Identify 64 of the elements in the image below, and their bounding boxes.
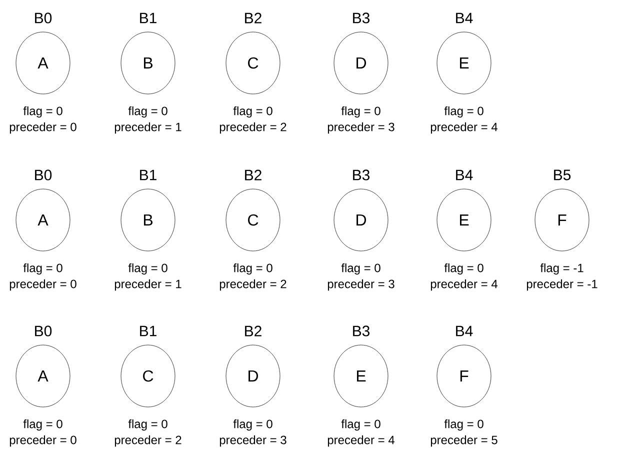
node-annotation: preceder = 3 <box>220 435 286 447</box>
node-heading: B1 <box>140 170 156 180</box>
node-heading: B3 <box>353 170 370 180</box>
node-heading: B2 <box>245 170 262 180</box>
node-annotation: flag = 0 <box>341 419 380 431</box>
node-annotation: preceder = 4 <box>328 435 394 447</box>
node-annotation: preceder = 3 <box>328 279 394 291</box>
node-heading: B0 <box>35 170 52 180</box>
node-annotation: flag = 0 <box>128 263 168 275</box>
node-annotation: flag = -1 <box>540 263 584 275</box>
node-annotation: preceder = 2 <box>114 435 182 447</box>
circle-node: D <box>334 32 388 94</box>
node-annotation: flag = 0 <box>341 106 380 118</box>
node-annotation: preceder = 2 <box>220 122 286 134</box>
circle-node: C <box>226 188 280 252</box>
circle-node: B <box>120 188 176 252</box>
node-annotation: flag = 0 <box>23 263 62 275</box>
node-annotation: flag = 0 <box>341 263 380 275</box>
node-heading: B3 <box>353 12 370 24</box>
circle-node: D <box>334 188 388 252</box>
node-annotation: flag = 0 <box>233 419 272 431</box>
circle-node: C <box>226 32 280 94</box>
node-annotation: flag = 0 <box>128 106 168 118</box>
node-annotation: flag = 0 <box>23 106 62 118</box>
circle-node: A <box>16 188 70 252</box>
circle-node: E <box>334 344 388 408</box>
node-annotation: preceder = 2 <box>220 279 286 291</box>
node-annotation: preceder = 0 <box>10 122 76 134</box>
node-heading: B5 <box>554 170 571 180</box>
node-heading: B2 <box>245 326 262 336</box>
circle-node: B <box>120 32 176 94</box>
node-annotation: flag = 0 <box>233 106 272 118</box>
circle-node: A <box>16 32 70 94</box>
node-heading: B4 <box>456 170 473 180</box>
node-annotation: preceder = 0 <box>10 435 76 447</box>
node-heading: B0 <box>35 12 52 24</box>
node-annotation: preceder = 1 <box>114 122 182 134</box>
node-heading: B1 <box>140 12 156 24</box>
node-annotation: flag = 0 <box>444 106 484 118</box>
circle-node: D <box>226 344 280 408</box>
node-annotation: flag = 0 <box>444 263 484 275</box>
circle-node: F <box>534 188 590 252</box>
node-heading: B3 <box>353 326 370 336</box>
node-annotation: preceder = 4 <box>430 279 498 291</box>
node-annotation: flag = 0 <box>128 419 168 431</box>
node-annotation: flag = 0 <box>444 419 484 431</box>
circle-node: F <box>436 344 492 408</box>
node-annotation: flag = 0 <box>23 419 62 431</box>
circle-node: A <box>16 344 70 408</box>
circle-node: E <box>436 188 492 252</box>
node-heading: B0 <box>35 326 52 336</box>
circle-node: E <box>436 32 492 94</box>
circle-node: C <box>120 344 176 408</box>
node-heading: B4 <box>456 326 473 336</box>
node-heading: B1 <box>140 326 156 336</box>
node-annotation: preceder = 3 <box>328 122 394 134</box>
node-annotation: preceder = -1 <box>526 279 598 291</box>
node-annotation: flag = 0 <box>233 263 272 275</box>
node-heading: B2 <box>245 12 262 24</box>
node-annotation: preceder = 1 <box>114 279 182 291</box>
node-annotation: preceder = 0 <box>10 279 76 291</box>
node-heading: B4 <box>456 12 473 24</box>
node-annotation: preceder = 5 <box>430 435 498 447</box>
node-annotation: preceder = 4 <box>430 122 498 134</box>
